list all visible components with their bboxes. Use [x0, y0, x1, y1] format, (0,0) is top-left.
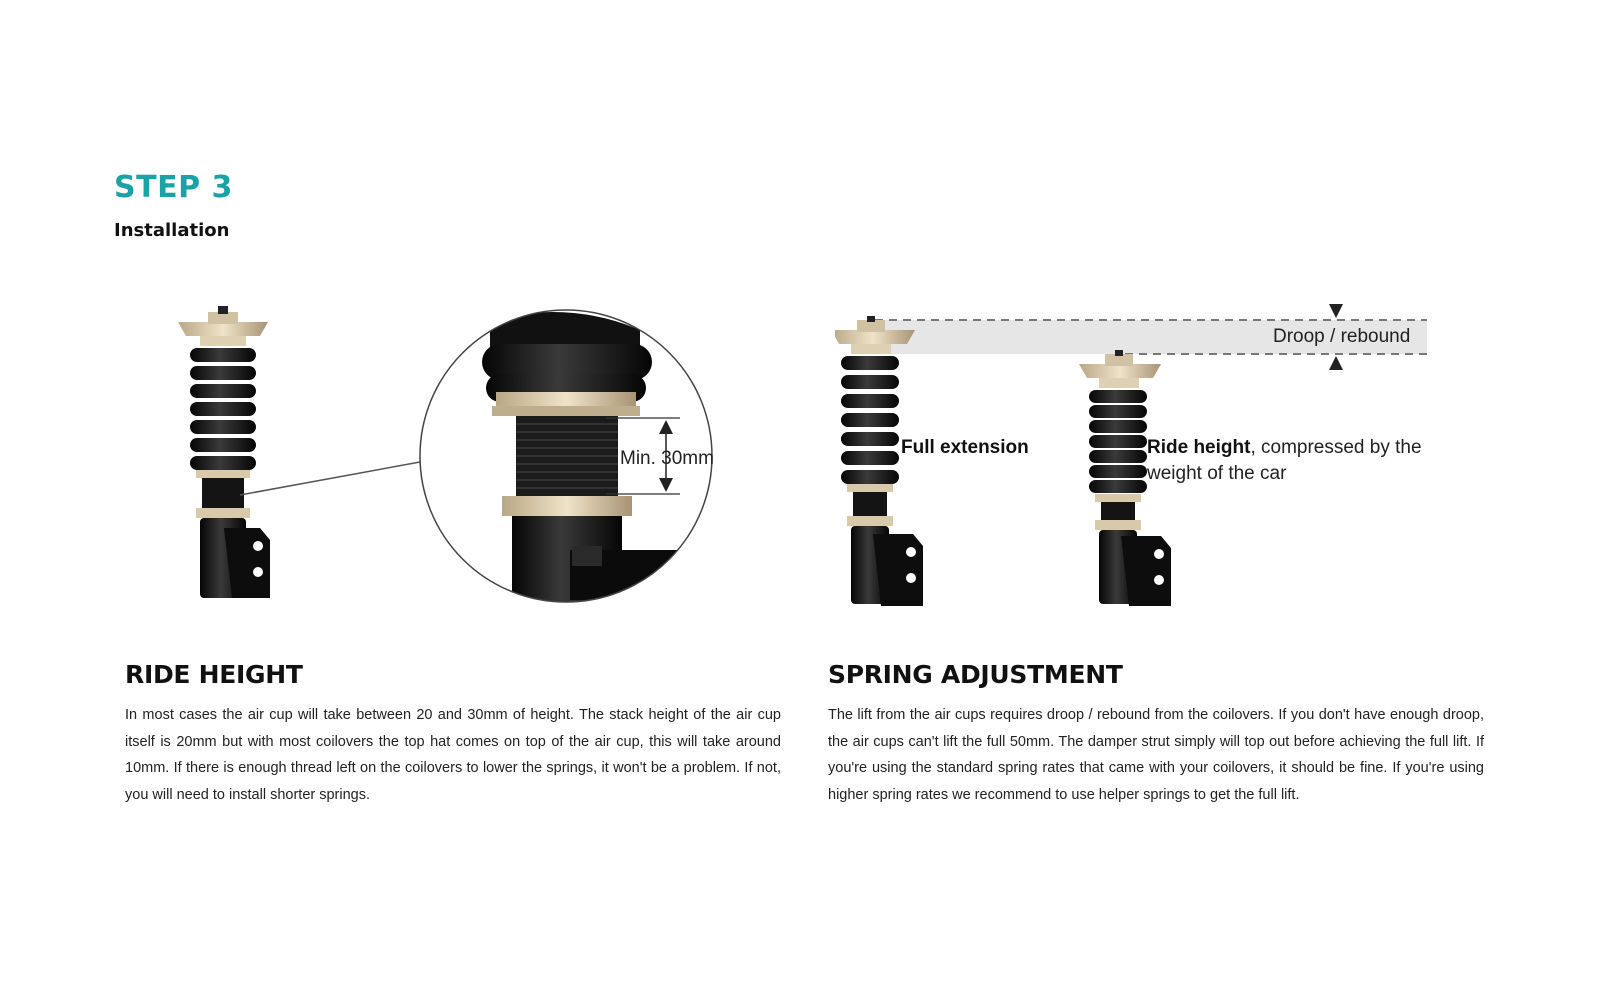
step-subtitle: Installation [114, 220, 230, 241]
droop-band [875, 320, 1427, 354]
step-title: STEP 3 [114, 170, 233, 205]
ride-height-label: Ride height, compressed by the weight of… [1146, 437, 1427, 484]
ride-height-body: In most cases the air cup will take betw… [125, 707, 781, 803]
droop-arrow-top [1329, 304, 1343, 318]
spring-adjustment-title: SPRING ADJUSTMENT [828, 660, 1123, 689]
spring-adjustment-body: The lift from the air cups requires droo… [828, 707, 1484, 803]
min-thread-measure: Min. 30mm [606, 417, 714, 495]
droop-arrow-bottom [1329, 356, 1343, 370]
ride-height-label-line2: weight of the car [1146, 463, 1287, 484]
ride-height-label-bold: Ride height [1147, 437, 1251, 458]
coilover-small [178, 306, 270, 598]
ride-height-title: RIDE HEIGHT [125, 660, 303, 689]
coilover-full-extension [835, 316, 923, 606]
zoom-connector-line [239, 461, 421, 496]
min-30mm-label: Min. 30mm [620, 448, 714, 469]
spring-adjustment-figure: Droop / rebound Full extension [835, 304, 1427, 606]
zoom-detail [420, 310, 712, 602]
coilover-ride-height [1079, 350, 1171, 606]
full-extension-label: Full extension [901, 437, 1029, 458]
ride-height-figure: Min. 30mm [178, 306, 714, 603]
ride-height-label-rest: , compressed by the [1250, 437, 1421, 458]
droop-rebound-label: Droop / rebound [1273, 326, 1410, 347]
